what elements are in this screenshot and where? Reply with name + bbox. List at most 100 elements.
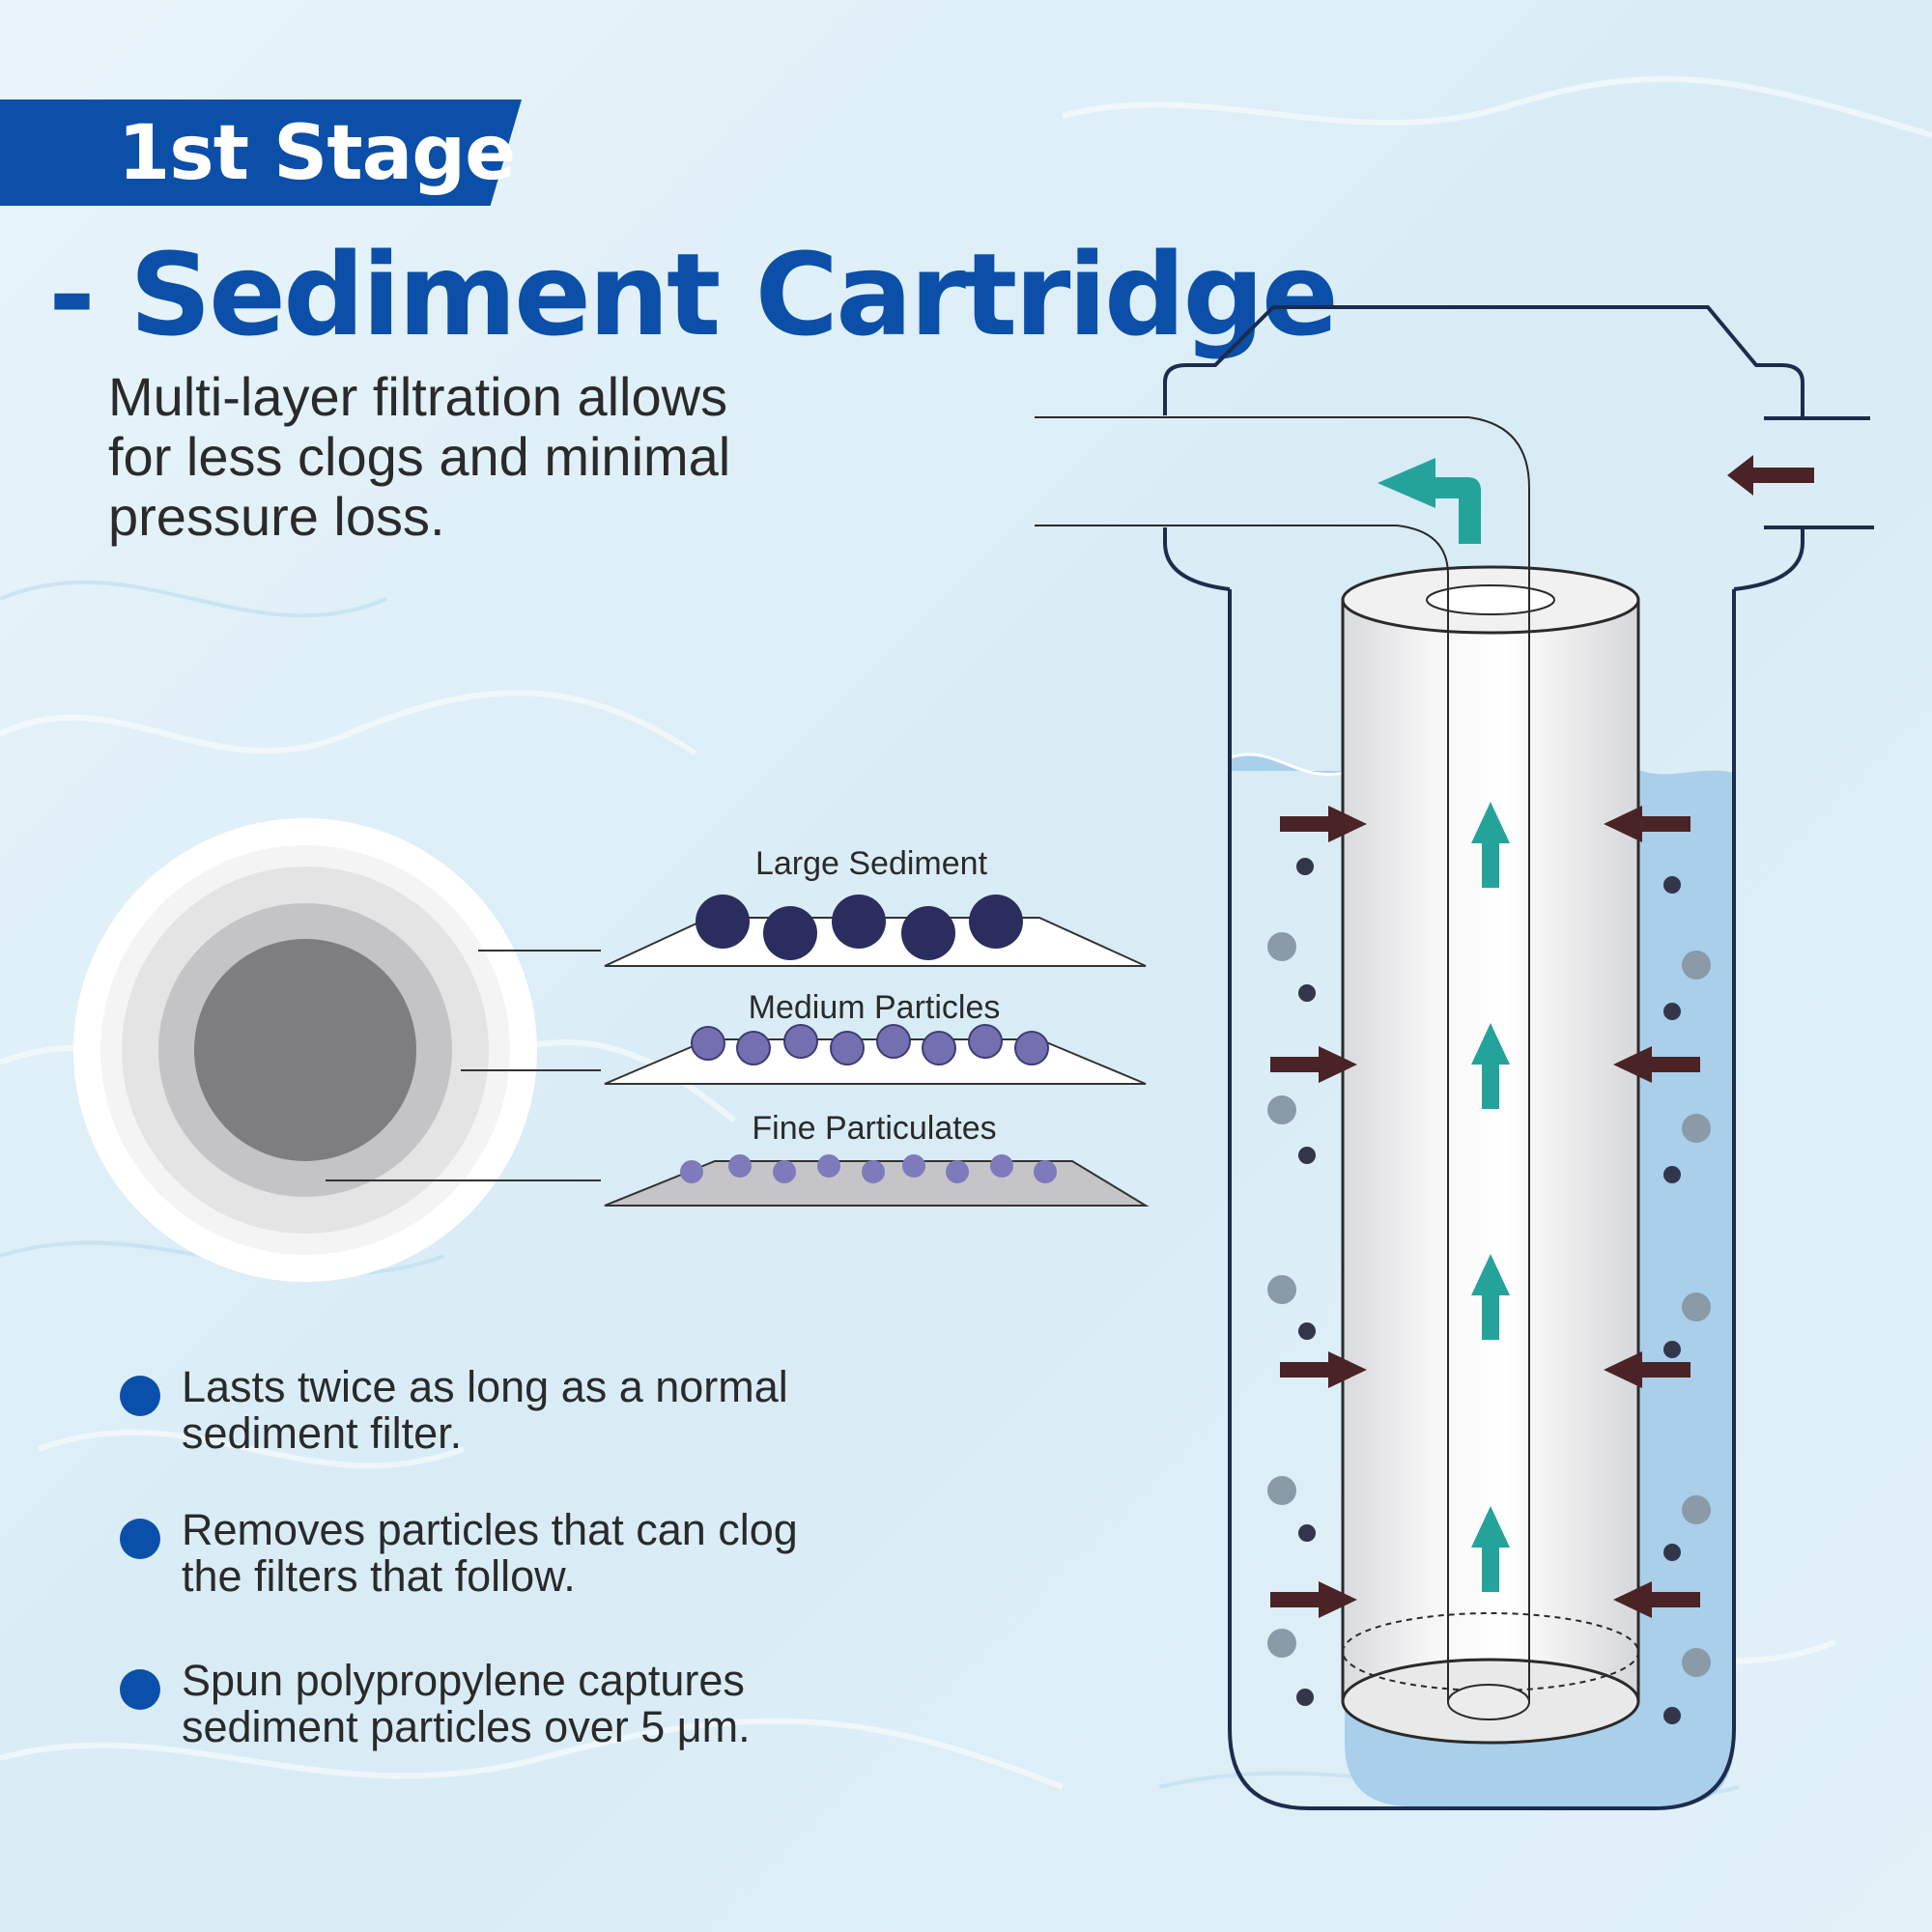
page-title: - Sediment Cartridge — [48, 228, 1339, 361]
feature-line: Removes particles that can clog — [182, 1505, 798, 1554]
layer-fine-particulates: Fine Particulates — [604, 1110, 1150, 1207]
sediment-dot — [1663, 1166, 1681, 1183]
inflow-arrow-icon — [1604, 806, 1690, 842]
particle — [990, 1154, 1013, 1178]
sediment-dot — [1663, 1707, 1681, 1724]
layer-label: Fine Particulates — [752, 1110, 996, 1147]
water-surface — [1229, 753, 1346, 776]
core-layer — [194, 939, 416, 1161]
feature-text: Spun polypropylene captures sediment par… — [182, 1658, 987, 1750]
particle — [696, 895, 750, 949]
bullet-dot-icon — [120, 1376, 160, 1416]
particle — [783, 1024, 818, 1059]
particle — [773, 1160, 796, 1183]
upflow-arrow-icon — [1471, 802, 1510, 888]
subtitle-line: for less clogs and minimal — [108, 426, 731, 487]
core-bottom — [1447, 1684, 1530, 1720]
upflow-arrows — [1471, 802, 1510, 1592]
feature-line: sediment particles over 5 μm. — [182, 1702, 751, 1751]
particle — [902, 1154, 925, 1178]
inflow-arrow-icon — [1727, 455, 1814, 496]
particle — [680, 1160, 703, 1183]
particle — [969, 895, 1023, 949]
fine-particulates — [680, 1154, 1057, 1183]
particle — [946, 1160, 969, 1183]
sediment-dot — [1267, 1095, 1296, 1124]
cartridge-base-dashed — [1342, 1612, 1639, 1691]
layer-plate — [604, 1038, 1147, 1085]
feature-list: Lasts twice as long as a normal sediment… — [118, 1364, 987, 1795]
sediment-dot — [1682, 1495, 1711, 1524]
particle — [901, 906, 955, 960]
particle — [876, 1024, 911, 1059]
sediment-dot — [1682, 1114, 1711, 1143]
sediment-dot — [1682, 1293, 1711, 1321]
inflow-arrow-icon — [1270, 1581, 1357, 1618]
particle — [968, 1024, 1003, 1059]
large-sediment-particles — [696, 895, 1023, 960]
particle — [832, 895, 886, 949]
layer-medium-particles: Medium Particles — [604, 989, 1147, 1085]
housing-cap — [1163, 305, 1804, 591]
sediment-dot — [1267, 1629, 1296, 1658]
medium-particles — [691, 1024, 1049, 1065]
sediment-dot — [1298, 1322, 1316, 1340]
feature-text: Lasts twice as long as a normal sediment… — [182, 1364, 987, 1457]
particle — [862, 1160, 885, 1183]
feature-item: Lasts twice as long as a normal sediment… — [118, 1364, 987, 1457]
particle — [830, 1031, 865, 1065]
feature-line: sediment filter. — [182, 1408, 463, 1458]
inflow-arrow-icon — [1604, 1351, 1690, 1388]
feature-line: the filters that follow. — [182, 1551, 576, 1601]
sediment-dot — [1682, 1648, 1711, 1677]
right-inflow-arrows — [1604, 806, 1700, 1618]
feature-line: Spun polypropylene captures — [182, 1656, 745, 1705]
sediment-dot — [1298, 1524, 1316, 1542]
sediment-dot — [1663, 876, 1681, 894]
particle — [817, 1154, 840, 1178]
leader-lines — [326, 950, 601, 1181]
sediment-dot — [1298, 984, 1316, 1002]
sediment-dot — [1296, 858, 1314, 875]
upflow-arrow-icon — [1471, 1506, 1510, 1592]
outflow-arrow-icon — [1378, 458, 1481, 544]
sediment-dot — [1296, 1689, 1314, 1706]
outlet-pipe-inner — [1035, 525, 1449, 576]
stage-banner — [0, 99, 522, 206]
bullet-dot-icon — [120, 1519, 160, 1559]
particle — [922, 1031, 956, 1065]
left-inflow-arrows — [1270, 806, 1367, 1618]
water-sediment-dots — [1267, 858, 1711, 1724]
layer-label: Large Sediment — [755, 845, 988, 882]
outlet-pipe-outer — [1035, 416, 1530, 575]
upflow-arrow-icon — [1471, 1023, 1510, 1109]
feature-line: Lasts twice as long as a normal — [182, 1362, 788, 1411]
particle — [691, 1026, 725, 1061]
cartridge-core-opening — [1426, 584, 1555, 615]
sediment-dot — [1267, 1476, 1296, 1505]
bullet-dot-icon — [120, 1669, 160, 1710]
feature-item: Removes particles that can clog the filt… — [118, 1507, 987, 1600]
sediment-dot — [1298, 1147, 1316, 1164]
feature-item: Spun polypropylene captures sediment par… — [118, 1658, 987, 1750]
housing-bowl — [1228, 589, 1736, 1810]
subtitle-line: Multi-layer filtration allows — [108, 366, 728, 427]
inflow-arrow-icon — [1280, 806, 1367, 842]
particle — [1034, 1160, 1057, 1183]
particle — [763, 906, 817, 960]
inflow-arrow-icon — [1613, 1046, 1700, 1083]
subtitle-line: pressure loss. — [108, 486, 445, 547]
layer-label: Medium Particles — [749, 989, 1001, 1026]
sediment-dot — [1663, 1544, 1681, 1561]
inflow-arrow-icon — [1270, 1046, 1357, 1083]
subtitle: Multi-layer filtration allows for less c… — [108, 367, 842, 547]
sediment-dot — [1663, 1341, 1681, 1358]
sediment-dot — [1267, 932, 1296, 961]
particle — [736, 1031, 771, 1065]
inflow-arrow-icon — [1613, 1581, 1700, 1618]
cartridge-cross-section — [73, 818, 537, 1282]
inflow-arrow-icon — [1280, 1351, 1367, 1388]
stage-label: 1st Stage — [118, 110, 516, 197]
upflow-arrow-icon — [1471, 1254, 1510, 1340]
